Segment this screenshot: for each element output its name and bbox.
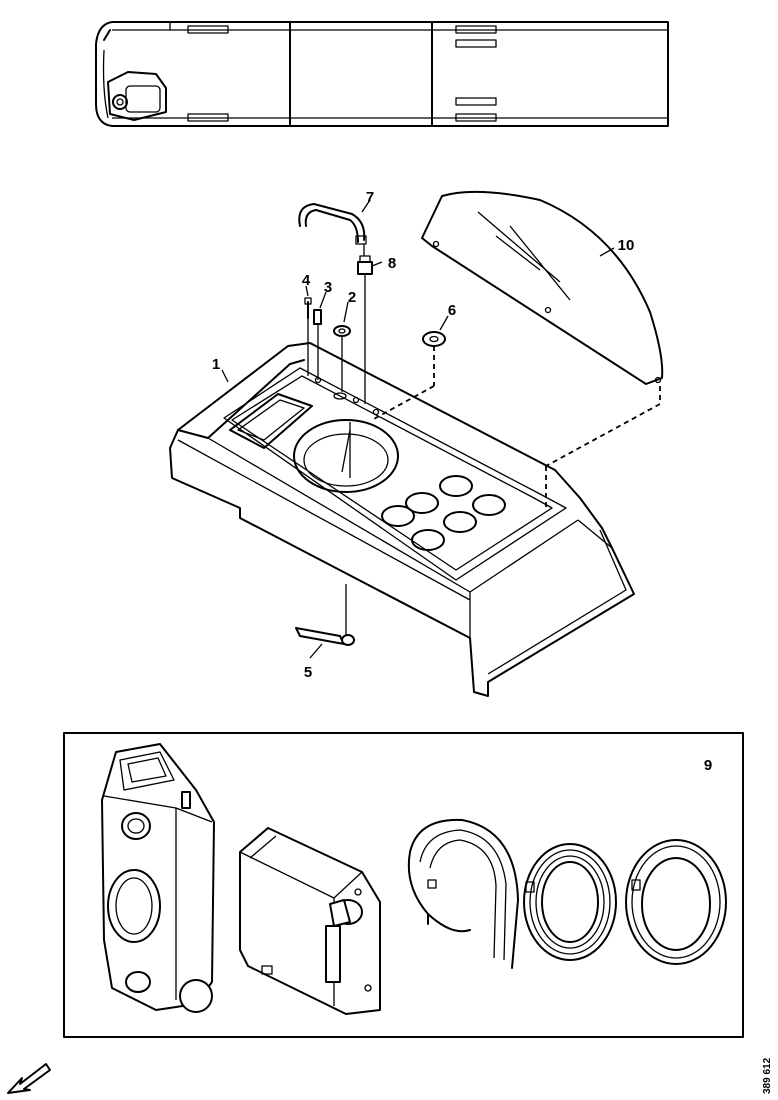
document-reference: 389 612 <box>762 1057 773 1094</box>
callout-5: 5 <box>304 664 312 681</box>
pump-unit-part <box>239 827 381 1015</box>
screw-part <box>304 297 312 319</box>
vehicle-top-view <box>95 21 669 127</box>
arrow-icon <box>7 1063 51 1094</box>
console-assembly <box>169 342 635 697</box>
assembly-lines <box>221 199 661 659</box>
cover-part <box>421 190 664 385</box>
callout-3: 3 <box>324 279 332 296</box>
callout-6: 6 <box>448 302 456 319</box>
callout-4: 4 <box>302 272 311 289</box>
hose-coil-part <box>625 839 727 965</box>
callout-9: 9 <box>704 757 712 774</box>
hose-part <box>298 203 367 245</box>
console-holes <box>381 475 506 551</box>
hose-coil-part <box>407 818 519 969</box>
grommet-part <box>422 331 446 347</box>
callout-8: 8 <box>388 255 396 272</box>
hose-coil-part <box>523 843 617 961</box>
kit-box <box>63 732 744 1038</box>
screw-part <box>313 309 322 325</box>
callout-10: 10 <box>618 237 635 254</box>
console-cup-opening <box>293 419 399 493</box>
lever-part <box>295 584 355 646</box>
water-tank-part <box>101 743 215 1013</box>
callout-2: 2 <box>348 289 356 306</box>
callout-7: 7 <box>366 189 374 206</box>
fitting-part <box>357 255 373 275</box>
console-tray <box>229 393 313 449</box>
vehicle-cab-unit <box>107 71 167 121</box>
callout-1: 1 <box>212 356 220 373</box>
grommet-part <box>333 325 351 337</box>
